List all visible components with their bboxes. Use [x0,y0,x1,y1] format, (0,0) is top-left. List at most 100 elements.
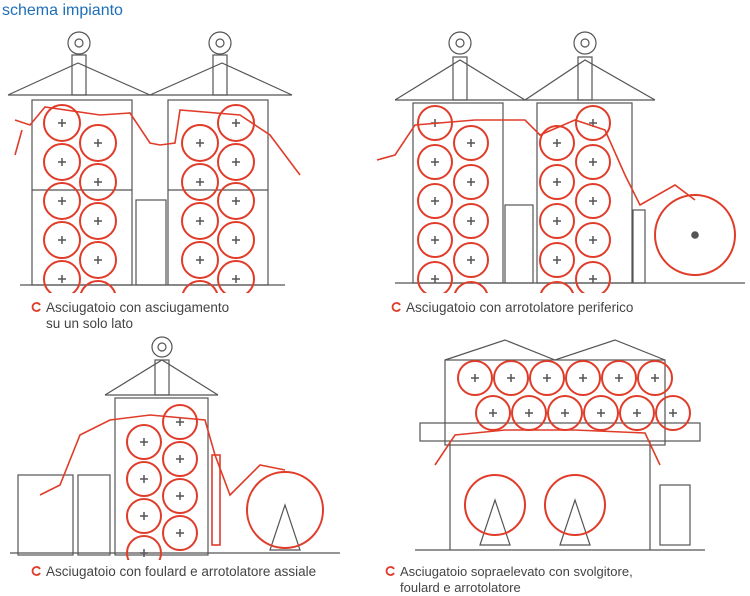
roller-hub [58,197,66,205]
roller [126,424,162,460]
roller [655,395,691,431]
roller [475,395,511,431]
roller [417,183,453,219]
frame [7,31,293,286]
roller-hub [140,512,148,520]
roller-hub [615,374,623,382]
roller-hub [58,119,66,127]
roller [43,104,81,142]
roller [575,261,611,293]
roller [575,144,611,180]
roller-hub [196,139,204,147]
caption-text-1b: su un solo lato [46,316,134,331]
roller-hub [94,217,102,225]
roller-hub [232,158,240,166]
roller [539,242,575,278]
roller-hub [431,236,439,244]
diagram-foulard-axial-winder [0,335,375,560]
roller [539,125,575,161]
roller-hub [553,217,561,225]
roller [619,395,655,431]
roller-hub [589,236,597,244]
roller [583,395,619,431]
roller-hub [232,275,240,283]
roller [637,360,673,396]
roller [417,105,453,141]
roller [217,182,255,220]
roller-hub [553,139,561,147]
roller-hub [471,374,479,382]
roller-hub [58,236,66,244]
roller-hub [431,158,439,166]
roller-hub [176,418,184,426]
roller-hub [489,409,497,417]
diagram-peripheral-winder [375,25,750,293]
roller-hub [589,275,597,283]
caption-text-4a: Asciugatoio sopraelevato con svolgitore, [400,564,633,579]
roller-hub [467,178,475,186]
roller [79,124,117,162]
roller-hub [543,374,551,382]
roller-hub [669,409,677,417]
roller-hub [196,217,204,225]
roller-hub [58,275,66,283]
roller [417,222,453,258]
red-loop-icon [385,566,395,576]
roller-hub [467,256,475,264]
fabric-path [14,106,301,176]
roller [217,143,255,181]
roller [453,125,489,161]
roller-hub [525,409,533,417]
roller [453,203,489,239]
roller [181,280,219,293]
roller-hub [196,178,204,186]
roller [43,260,81,293]
roller-hub [176,529,184,537]
diagram-elevated-dryer [375,335,750,560]
roller-hub [633,409,641,417]
caption-panel-4: Asciugatoio sopraelevato con svolgitore,… [385,564,633,596]
roller-hub [553,178,561,186]
roller-hub [579,374,587,382]
roller [217,104,255,142]
roller [539,203,575,239]
roller-hub [589,197,597,205]
roller-hub [176,455,184,463]
roller [529,360,565,396]
roller [162,515,198,551]
roller [79,280,117,293]
roller [181,202,219,240]
caption-text-3: Asciugatoio con foulard e arrotolatore a… [46,564,317,579]
roller-hub [140,475,148,483]
roller-hub [597,409,605,417]
roller [217,260,255,293]
roller [453,242,489,278]
roller-hub [94,256,102,264]
roller-hub [140,549,148,557]
roller [540,281,574,293]
roller-hub [176,492,184,500]
roller-hub [561,409,569,417]
roller-hub [651,374,659,382]
roller [575,105,611,141]
dryer-schematic-1 [7,31,301,293]
roller [417,144,453,180]
caption-panel-2: Asciugatoio con arrotolatore periferico [391,300,633,316]
diagram-single-side-dryer [0,25,375,293]
roller [601,360,637,396]
roller-hub [553,256,561,264]
roller [43,143,81,181]
page-title: schema impianto [2,2,123,19]
roller [79,163,117,201]
roller [79,202,117,240]
roller-hub [196,256,204,264]
roller-hub [232,119,240,127]
roller-hub [58,158,66,166]
roller-hub [94,178,102,186]
red-loop-icon [31,566,41,576]
caption-panel-1: Asciugatoio con asciugamento su un solo … [31,300,229,332]
roller [126,461,162,497]
dryer-schematic-4 [415,339,705,551]
roller-hub [507,374,515,382]
roller [493,360,529,396]
